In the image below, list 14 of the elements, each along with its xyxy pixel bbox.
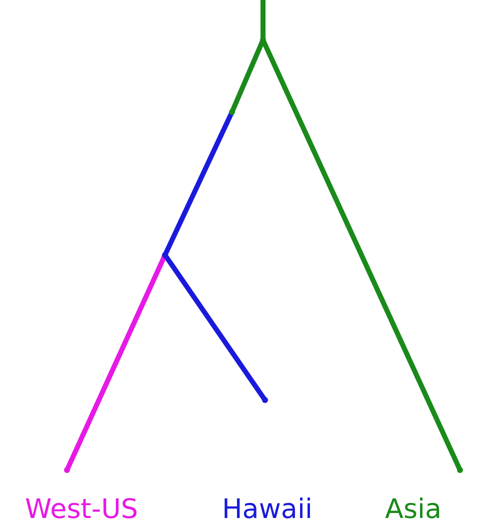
branch-point	[262, 397, 268, 403]
leaf-label: West-US	[25, 494, 138, 526]
leaf-label: Hawaii	[222, 494, 312, 526]
branch-point	[457, 467, 463, 473]
tree-branch	[162, 254, 268, 402]
tree-branch	[260, 0, 266, 40]
tree-branch	[230, 39, 266, 113]
branch-point	[229, 109, 235, 115]
tree-branch	[64, 254, 168, 472]
branch-point	[64, 467, 70, 473]
branch-point	[162, 252, 168, 258]
tree-branch	[260, 38, 462, 472]
leaf-label: Asia	[385, 494, 442, 526]
tree-branch	[162, 110, 234, 256]
